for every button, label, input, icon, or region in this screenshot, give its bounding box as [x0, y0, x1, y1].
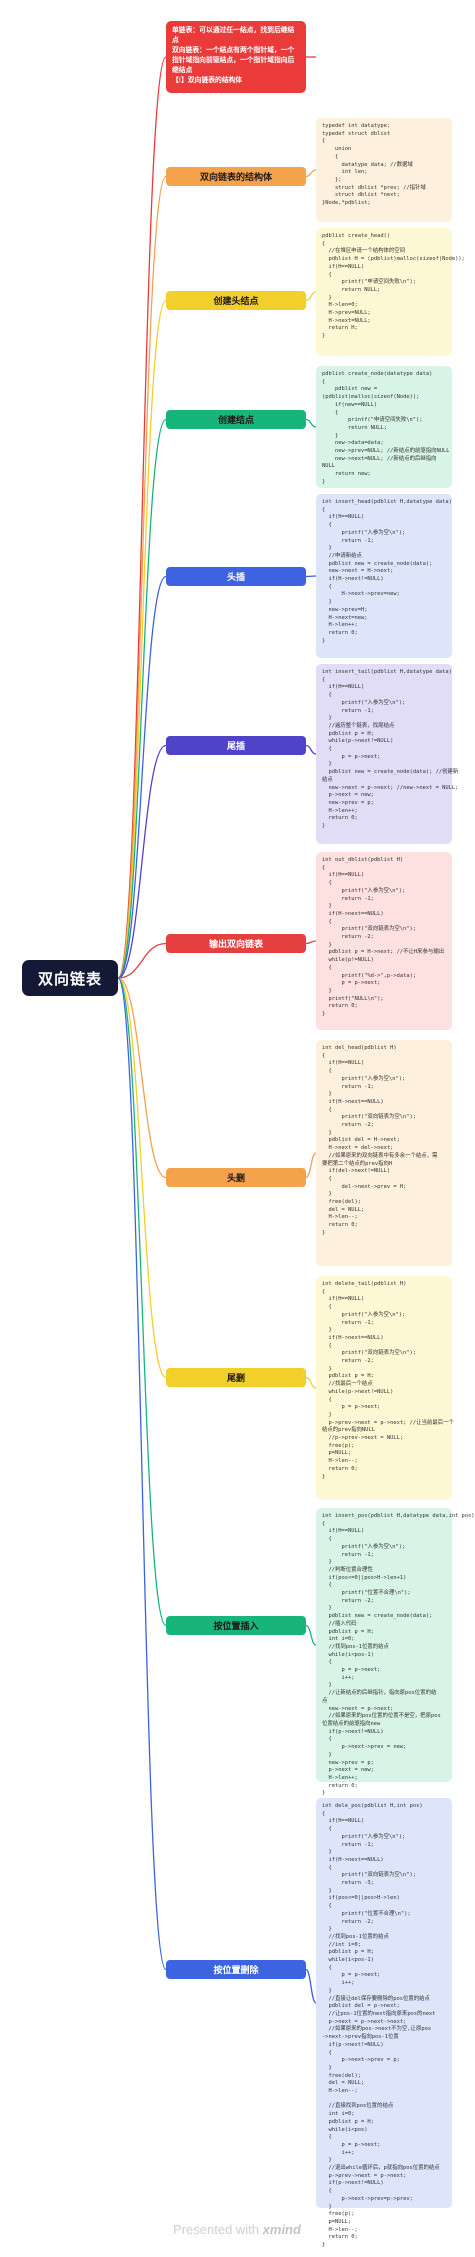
connector-topic-note-8: [305, 1376, 317, 1389]
topic-3[interactable]: 创建结点: [166, 410, 306, 429]
connector-root-topic-5: [117, 744, 167, 979]
topic-10[interactable]: 按位置删除: [166, 1960, 306, 1979]
topic-label: 创建结点: [217, 415, 254, 425]
connector-root-topic-8: [117, 977, 167, 1379]
topic-8[interactable]: 尾删: [166, 1368, 306, 1387]
code-note-6[interactable]: int out_dblist(pdblist H) { if(H==NULL) …: [316, 852, 452, 1030]
xmind-footer: Presented with xmind: [0, 2222, 474, 2237]
code-note-7[interactable]: int del_head(pdblist H) { if(H==NULL) { …: [316, 1040, 452, 1266]
connector-root-topic-10: [117, 977, 167, 1971]
topic-label: 头删: [226, 1173, 245, 1183]
code-note-10[interactable]: int dele_pos(pdblist H,int pos) { if(H==…: [316, 1798, 452, 2248]
topic-9[interactable]: 按位置插入: [166, 1616, 306, 1635]
connector-root-topic-7: [117, 977, 167, 1179]
topic-label: 尾插: [226, 741, 245, 751]
connector-root-topic-1: [117, 175, 167, 979]
topic-1[interactable]: 双向链表的结构体: [166, 167, 306, 186]
topic-label: 双向链表的结构体: [199, 172, 272, 182]
connector-topic-note-3: [305, 418, 317, 428]
connector-topic-note-5: [305, 744, 317, 755]
intro-topic[interactable]: 单链表：可以通过任一结点，找到后继结点 双向链表：一个结点有两个指针域，一个指针…: [166, 21, 306, 93]
intro-line: 【!】双向链表的结构体: [172, 77, 243, 84]
topic-label: 尾删: [226, 1373, 245, 1383]
connector-root-topic-6: [117, 942, 167, 979]
topic-6[interactable]: 输出双向链表: [166, 934, 306, 953]
topic-7[interactable]: 头删: [166, 1168, 306, 1187]
topic-label: 按位置删除: [213, 1965, 259, 1975]
connector-topic-note-7: [305, 1152, 317, 1179]
connector-root-topic-4: [117, 575, 167, 979]
code-note-2[interactable]: pdblist create_head() { //在堆区申请一个结构体的空间 …: [316, 228, 465, 356]
code-note-4[interactable]: int insert_head(pdblist H,datatype data)…: [316, 494, 452, 658]
root-topic[interactable]: 双向链表: [22, 960, 118, 996]
connector-root-intro: [117, 56, 167, 979]
code-note-3[interactable]: pdblist create_node(datatype data) { pdb…: [316, 366, 452, 488]
root-topic-label: 双向链表: [37, 970, 102, 988]
connector-root-topic-2: [117, 299, 167, 979]
connector-root-topic-9: [117, 977, 167, 1627]
connector-root-topic-3: [117, 418, 167, 979]
topic-label: 创建头结点: [213, 296, 259, 306]
connector-topic-note-4: [305, 575, 317, 578]
code-note-9[interactable]: int insert_pos(pdblist H,datatype data,i…: [316, 1508, 475, 1796]
connector-topic-note-2: [305, 291, 317, 302]
topic-label: 按位置插入: [213, 1621, 259, 1631]
topic-4[interactable]: 头插: [166, 567, 306, 586]
code-note-8[interactable]: int delete_tail(pdblist H) { if(H==NULL)…: [316, 1276, 454, 1500]
connector-topic-note-1: [305, 169, 317, 178]
connector-topic-note-9: [305, 1624, 317, 1646]
code-note-5[interactable]: int insert_tail(pdblist H,datatype data)…: [316, 664, 458, 844]
topic-2[interactable]: 创建头结点: [166, 291, 306, 310]
connector-topic-note-10: [305, 1968, 317, 2004]
topic-5[interactable]: 尾插: [166, 736, 306, 755]
connector-topic-note-6: [305, 940, 317, 945]
footer-prefix: Presented with: [173, 2222, 260, 2237]
xmind-logo: xmind: [262, 2222, 301, 2237]
topic-label: 输出双向链表: [208, 939, 263, 949]
intro-line: 双向链表：一个结点有两个指针域，一个指针域指向前驱结点，一个指针域指向后继结点: [172, 47, 295, 74]
code-note-1[interactable]: typedef int datatype; typedef struct dbl…: [316, 118, 452, 222]
topic-label: 头插: [226, 572, 245, 582]
intro-line: 单链表：可以通过任一结点，找到后继结点: [172, 27, 295, 44]
